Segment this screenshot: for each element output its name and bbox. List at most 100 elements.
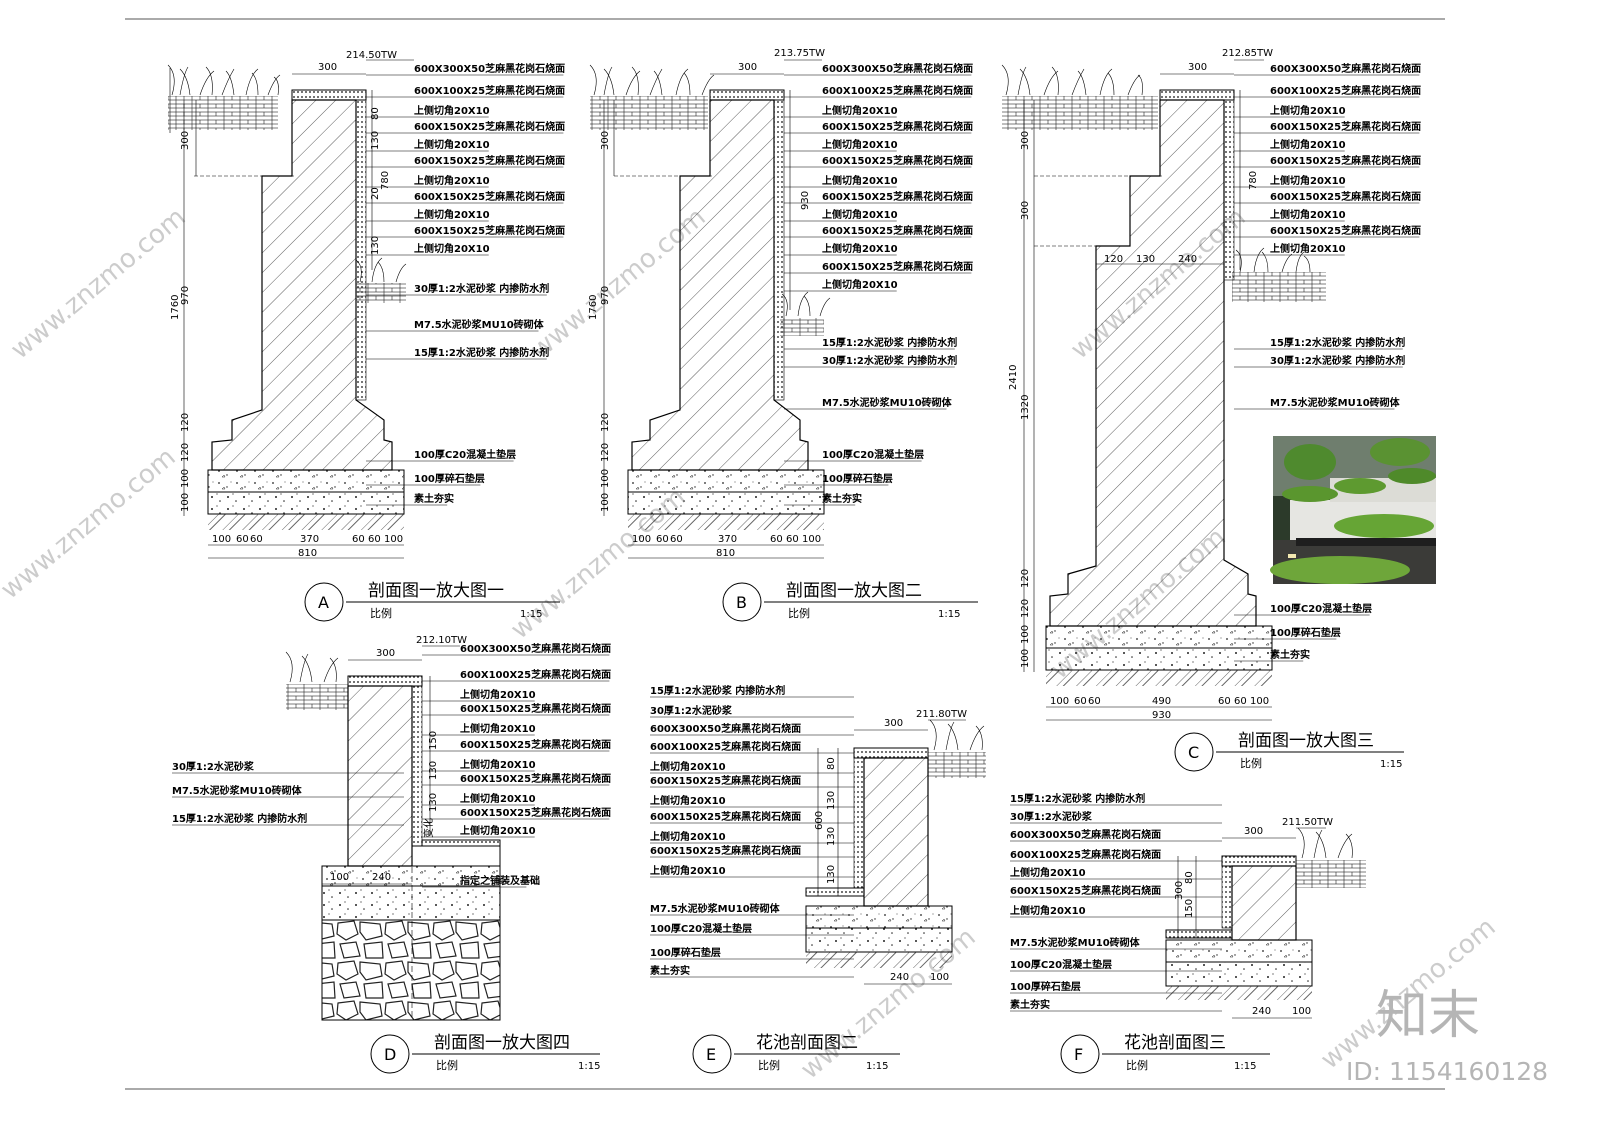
concrete-layer-f	[1165, 939, 1313, 963]
callout-label-e-1: 30厚1:2水泥砂浆	[650, 704, 733, 717]
scale-label-d: 比例	[436, 1058, 458, 1072]
concrete-layer-c	[1045, 625, 1273, 649]
section-title-f: 花池剖面图三	[1124, 1033, 1226, 1053]
dim-left-c-0: 300	[1020, 131, 1031, 150]
section-marker-e	[692, 1034, 732, 1074]
callout-label-d-1: 600X100X25芝麻黑花岗石烧面	[460, 668, 611, 681]
scale-label-f: 比例	[1126, 1058, 1148, 1072]
dim-bottom-b-3: 370	[718, 534, 737, 545]
total-width-b: 810	[716, 548, 735, 559]
callout-label-a-3: 600X150X25芝麻黑花岗石烧面	[414, 120, 565, 133]
dim-left-c-1: 300	[1020, 201, 1031, 220]
top-width-b: 300	[738, 62, 757, 73]
callout-label-a-15: 100厚碎石垫层	[414, 472, 485, 485]
dim-right-b-0: 930	[800, 191, 811, 210]
callout-label-c-15: 100厚碎石垫层	[1270, 626, 1341, 639]
callout-label-d-8: 上侧切角20X10	[460, 792, 536, 805]
callout-label-a-5: 600X150X25芝麻黑花岗石烧面	[414, 154, 565, 167]
callout-label-d-9: 600X150X25芝麻黑花岗石烧面	[460, 806, 611, 819]
grass-a	[167, 64, 281, 96]
callout-label-e-10: 上侧切角20X10	[650, 864, 726, 877]
callout-label-f-5: 600X150X25芝麻黑花岗石烧面	[1010, 884, 1161, 897]
callout-left-label-d-0: 30厚1:2水泥砂浆	[172, 760, 255, 773]
callout-label-e-8: 上侧切角20X10	[650, 830, 726, 843]
watermark-site-2: www.znzmo.com	[0, 442, 182, 605]
planting-edge-a	[356, 283, 406, 303]
scale-d: 1:15	[578, 1061, 600, 1072]
elevation-d: 212.10TW	[416, 635, 467, 646]
dim-bottom-a-4: 60	[352, 534, 365, 545]
grass-e	[929, 719, 985, 751]
dim-bottom-b-4: 60	[770, 534, 783, 545]
dim-left-c-2: 2410	[1008, 365, 1019, 390]
callout-label-b-14: 30厚1:2水泥砂浆 内掺防水剂	[822, 354, 957, 367]
callout-label-d-3: 600X150X25芝麻黑花岗石烧面	[460, 702, 611, 715]
soil-b	[628, 514, 824, 530]
section-letter-d: D	[384, 1045, 396, 1064]
dim-left-b-0: 300	[600, 131, 611, 150]
callout-label-a-9: 600X150X25芝麻黑花岗石烧面	[414, 224, 565, 237]
dim-bottom-c-5: 60	[1234, 696, 1247, 707]
callout-label-d-6: 上侧切角20X10	[460, 758, 536, 771]
callout-label-c-16: 素土夯实	[1270, 648, 1310, 661]
dim-bottom-b-2: 60	[670, 534, 683, 545]
dim-left-b-2: 970	[600, 286, 611, 305]
scale-e: 1:15	[866, 1061, 888, 1072]
dim-right-a-3: 130	[370, 131, 381, 150]
facing-b	[773, 99, 785, 401]
callout-label-c-5: 600X150X25芝麻黑花岗石烧面	[1270, 154, 1421, 167]
dim-bottom-a-6: 100	[384, 534, 403, 545]
callout-left-label-d-1: M7.5水泥砂浆MU10砖砌体	[172, 784, 303, 797]
dim-left-b-4: 120	[600, 443, 611, 462]
callout-label-c-13: M7.5水泥砂浆MU10砖砌体	[1270, 396, 1401, 409]
elevation-f: 211.50TW	[1282, 817, 1333, 828]
scale-b: 1:15	[938, 609, 960, 620]
callout-label-b-1: 600X100X25芝麻黑花岗石烧面	[822, 84, 973, 97]
callout-label-f-0: 15厚1:2水泥砂浆 内掺防水剂	[1010, 792, 1145, 805]
callout-label-c-4: 上侧切角20X10	[1270, 138, 1346, 151]
concrete-layer-b	[627, 469, 825, 493]
top-width-c: 300	[1188, 62, 1207, 73]
dim-right-e-3: 130	[826, 791, 837, 810]
callout-label-c-6: 上侧切角20X10	[1270, 174, 1346, 187]
callout-label-f-3: 600X100X25芝麻黑花岗石烧面	[1010, 848, 1161, 861]
dim-bottom-d-0: 100	[330, 872, 349, 883]
wall-core-d	[347, 685, 413, 867]
dim-left-a-6: 100	[180, 493, 191, 512]
callout-label-a-13: 15厚1:2水泥砂浆 内掺防水剂	[414, 346, 549, 359]
paving-brick-f	[1296, 860, 1366, 888]
dim-right-d-0: 150	[428, 731, 439, 750]
section-marker-a	[304, 582, 344, 622]
callout-label-a-2: 上侧切角20X10	[414, 104, 490, 117]
coping-c	[1159, 89, 1235, 101]
dim-right-a-12: 130	[370, 236, 381, 255]
callout-label-c-10: 上侧切角20X10	[1270, 242, 1346, 255]
section-title-c: 剖面图一放大图三	[1238, 731, 1374, 751]
callout-label-c-1: 600X100X25芝麻黑花岗石烧面	[1270, 84, 1421, 97]
callout-label-a-1: 600X100X25芝麻黑花岗石烧面	[414, 84, 565, 97]
dim-bottom-a-3: 370	[300, 534, 319, 545]
callout-label-b-8: 上侧切角20X10	[822, 208, 898, 221]
callout-label-c-0: 600X300X50芝麻黑花岗石烧面	[1270, 62, 1421, 75]
gravel-layer-c	[1045, 647, 1273, 671]
section-e: 600 80 130 130 130 300 211.80TW 240 100 …	[650, 684, 986, 1074]
dim-left-c-3: 1320	[1020, 395, 1031, 420]
callout-label-c-8: 上侧切角20X10	[1270, 208, 1346, 221]
section-a: 300 1760 970 120 120 100 100 80 130 780 …	[167, 50, 565, 622]
callout-label-f-7: M7.5水泥砂浆MU10砖砌体	[1010, 936, 1141, 949]
callout-label-b-0: 600X300X50芝麻黑花岗石烧面	[822, 62, 973, 75]
section-marker-b	[722, 582, 762, 622]
gravel-layer-d	[321, 885, 501, 921]
coping-b	[709, 89, 785, 101]
callout-label-e-12: 100厚C20混凝土垫层	[650, 922, 752, 935]
dim-bottom-b-1: 60	[656, 534, 669, 545]
callout-label-d-11: 指定之铺装及基础	[460, 874, 540, 887]
paving-brick-e	[928, 752, 986, 778]
coping-a	[291, 89, 367, 101]
dim-left-a-3: 120	[180, 413, 191, 432]
top-width-f: 300	[1244, 826, 1263, 837]
callout-label-b-16: 100厚C20混凝土垫层	[822, 448, 924, 461]
total-width-c: 930	[1152, 710, 1171, 721]
callout-label-d-10: 上侧切角20X10	[460, 824, 536, 837]
